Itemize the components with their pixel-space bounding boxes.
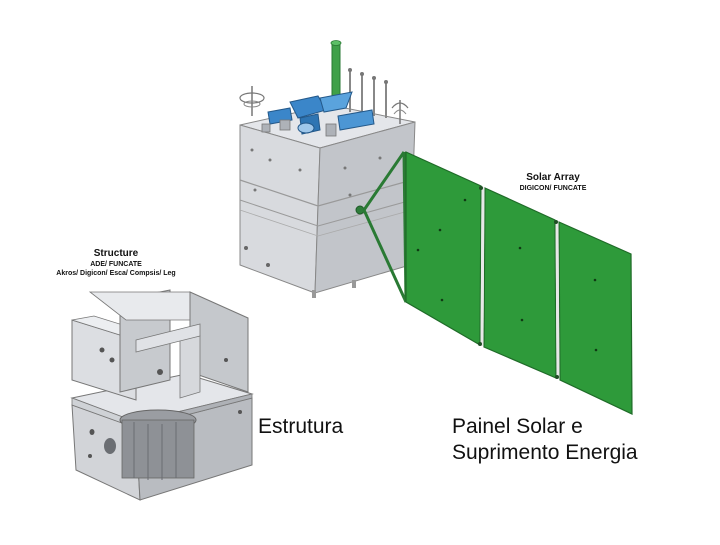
structure-label: Structure ADE/ FUNCATE Akros/ Digicon/ E…	[46, 248, 186, 278]
solar-caption-line1: Painel Solar e	[452, 415, 583, 438]
structure-caption: Estrutura	[258, 415, 344, 438]
solar-array	[362, 151, 633, 415]
solar-array-label-org: DIGICON/ FUNCATE	[519, 185, 587, 192]
structure-label-org: ADE/ FUNCATE	[90, 261, 142, 268]
solar-caption-line2: Suprimento Energia	[452, 441, 638, 464]
structure-label-title: Structure	[93, 248, 139, 259]
solar-array-label: Solar Array DIGICON/ FUNCATE	[508, 172, 598, 193]
structure-label-suppliers: Akros/ Digicon/ Esca/ Compsis/ Leg	[56, 270, 176, 277]
solar-array-label-title: Solar Array	[526, 172, 580, 183]
structure-model	[70, 289, 254, 501]
top-instruments	[239, 40, 409, 137]
solar-caption: Painel Solar e Suprimento Energia	[452, 414, 638, 466]
solar-panel-1	[405, 151, 482, 347]
solar-panel-3	[558, 221, 633, 415]
solar-panel-2	[483, 187, 557, 379]
